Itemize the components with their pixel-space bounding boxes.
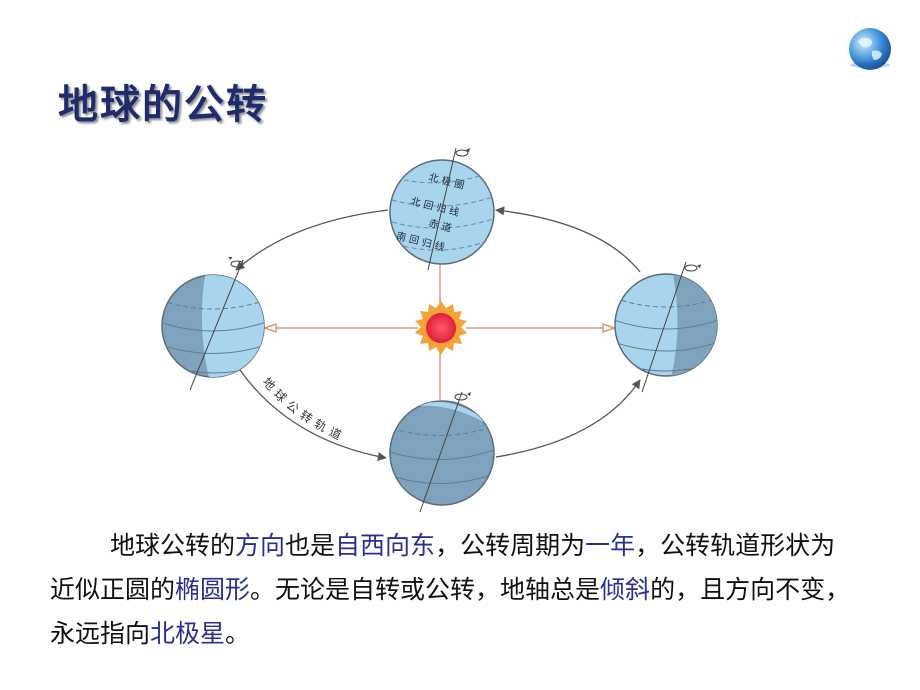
globe-logo-icon xyxy=(849,28,891,70)
text-run: 。无论是自转或公转，地轴总是 xyxy=(250,575,601,604)
sun-icon xyxy=(415,301,467,355)
highlight-direction: 方向 xyxy=(235,531,286,560)
highlight-tilted: 倾斜 xyxy=(600,575,651,604)
text-run: 地球公转的 xyxy=(110,531,236,560)
globe-left xyxy=(161,257,265,391)
globe-bottom xyxy=(389,391,495,513)
highlight-one-year: 一年 xyxy=(585,531,636,560)
orbit-label: 地球公转轨道 xyxy=(260,375,349,445)
orbit-path xyxy=(235,206,641,461)
text-run: 也是 xyxy=(285,531,336,560)
text-run: 的，且方向不变，永远指向 xyxy=(50,575,851,648)
highlight-ellipse: 椭圆形 xyxy=(175,575,251,604)
text-run: ，公转周期为 xyxy=(435,531,586,560)
text-run: 。 xyxy=(225,619,251,648)
globe-right xyxy=(614,261,718,393)
description-paragraph: 地球公转的方向也是自西向东，公转周期为一年，公转轨道形状为近似正圆的椭圆形。无论… xyxy=(50,524,860,656)
page-title: 地球的公转 xyxy=(58,82,268,128)
highlight-west-to-east: 自西向东 xyxy=(335,531,436,560)
highlight-polaris: 北极星 xyxy=(150,619,226,648)
text-run: ，公转轨道形状为近似正圆的 xyxy=(50,531,836,604)
globe-top: 北 极 圈 北 回 归 线 赤 道 南 回 归 线 xyxy=(389,147,495,271)
